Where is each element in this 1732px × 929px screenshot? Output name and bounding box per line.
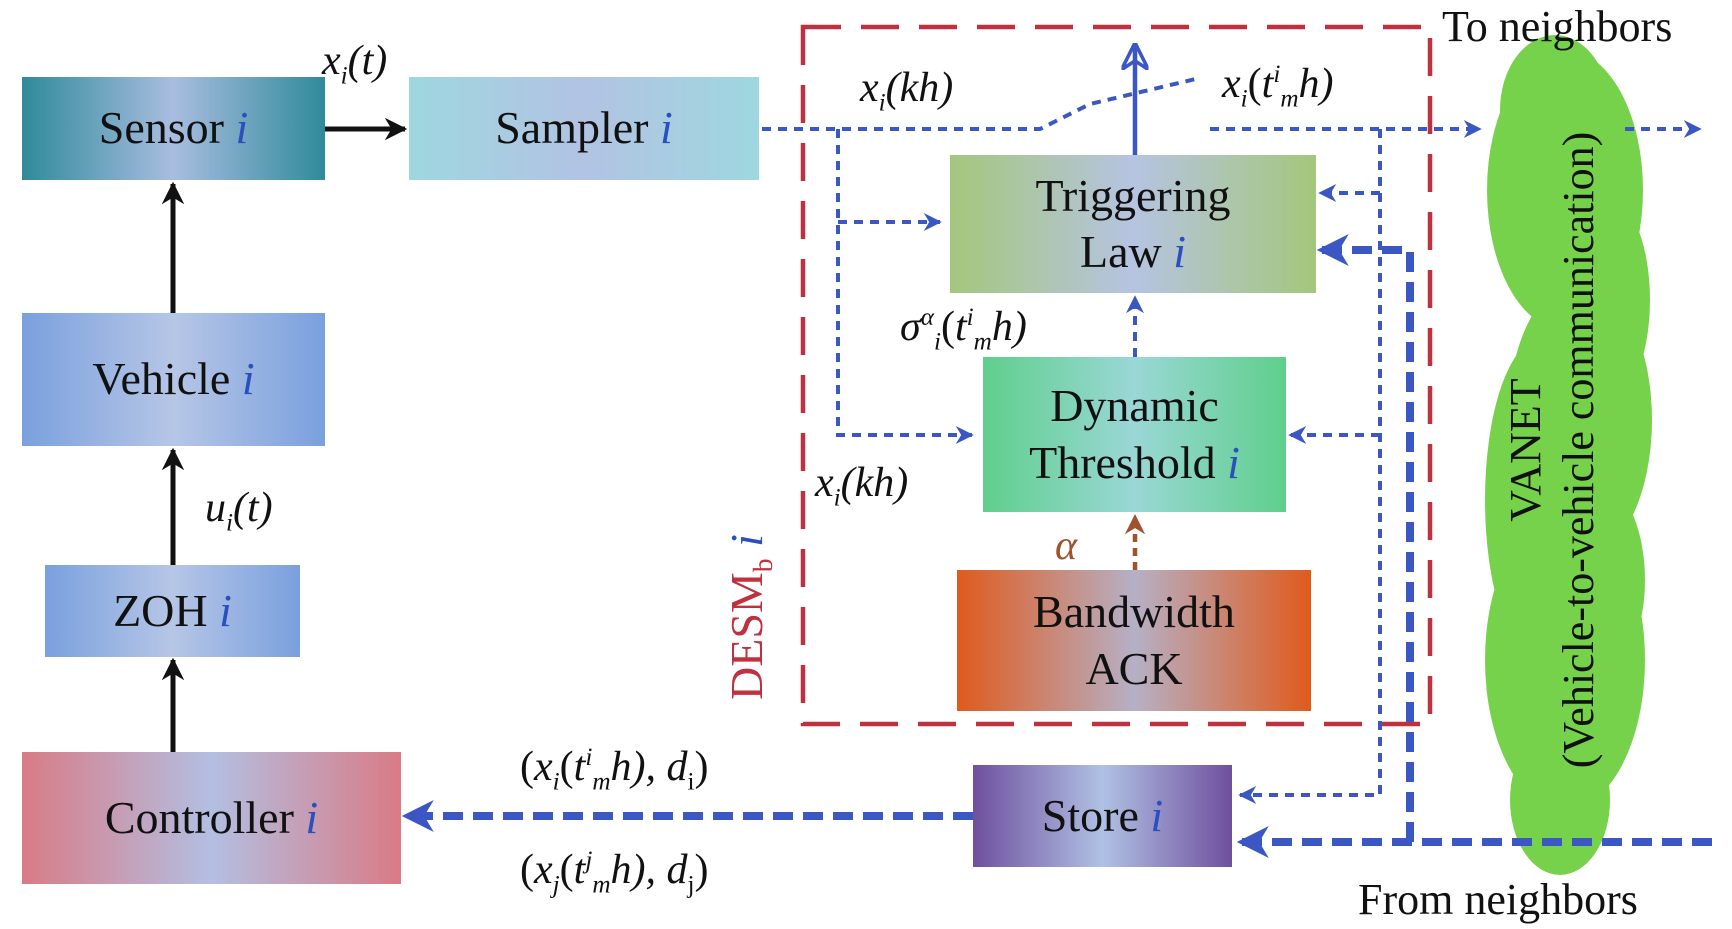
zoh-block: ZOH i [45,565,300,657]
from-neighbors-label: From neighbors [1358,875,1638,924]
vehicle-index: i [241,353,255,405]
wire-sampler-out [762,76,1201,131]
controller-box-bg [22,752,401,884]
threshold-index: i [1227,436,1240,488]
bandwidth-block: Bandwidth ACK [957,570,1311,711]
controller-label: Controller [104,791,294,843]
threshold-box-bg [983,357,1286,512]
vehicle-label: Vehicle [92,353,231,405]
threshold-block: Dynamic Threshold i [983,357,1286,512]
signal-xi-tmh: xi(timh) [1222,61,1334,113]
controller-index: i [305,791,319,843]
store-box-bg [973,765,1232,867]
wire-right-feedback [1238,129,1382,804]
signal-store-in-j: (xj(tjmh), dj) [520,847,709,899]
vehicle-box-bg [22,313,325,446]
controller-block: Controller i [22,752,401,884]
signal-xi-t: xi(t) [322,38,388,90]
sampler-block: Sampler i [409,77,759,180]
zoh-label: ZOH [113,584,208,636]
triggering-index: i [1173,226,1187,277]
threshold-line2: Threshold [1029,436,1216,488]
sensor-box-bg [22,77,325,180]
signal-ui-t: ui(t) [205,485,273,537]
sampler-index: i [660,102,673,154]
vanet-line1: VANET [1501,378,1550,522]
vehicle-block: Vehicle i [22,313,325,446]
store-label: Store [1041,789,1139,841]
zoh-index: i [219,584,232,636]
vanet-cloud [1485,35,1652,875]
threshold-line1: Dynamic [1050,380,1219,432]
vanet-line2: (Vehicle-to-vehicle communication) [1553,131,1603,769]
store-index: i [1150,789,1164,841]
triggering-block: Triggering Law i [950,155,1316,293]
triggering-line1: Triggering [1035,169,1231,221]
wire-neighbors-to-trigger [1316,234,1414,842]
desm-boundary [800,24,1433,727]
to-neighbors-label: To neighbors [1442,2,1673,51]
bandwidth-line1: Bandwidth [1033,586,1235,638]
signal-xi-kh-top: xi(kh) [860,65,954,117]
sampler-box-bg [409,77,759,180]
wire-sample-branch [836,129,974,444]
vanet-label: VANET (Vehicle-to-vehicle communication) [1500,70,1606,830]
triggering-line2: Law [1079,226,1162,277]
signal-store-in-i: (xi(timh), di) [520,744,709,796]
sensor-label: Sensor [98,102,224,154]
signal-sigma: σαi(timh) [900,304,1027,356]
desm-label: DESMb i [721,534,779,700]
store-block: Store i [973,765,1232,867]
sensor-index: i [235,102,249,154]
bandwidth-line2: ACK [1085,642,1183,694]
triggering-box-bg [950,155,1316,293]
signal-alpha: α [1055,523,1078,569]
signal-xi-kh-mid: xi(kh) [815,460,909,512]
sampler-label: Sampler [495,102,649,154]
zoh-box-bg [45,565,300,657]
sensor-block: Sensor i [22,77,325,180]
bandwidth-box-bg [957,570,1311,711]
